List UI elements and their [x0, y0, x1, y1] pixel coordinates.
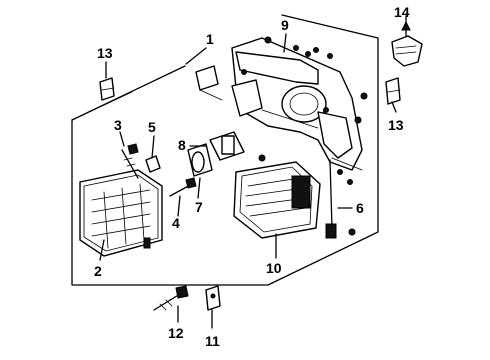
bracket-clip — [205, 285, 221, 311]
callout-11: 11 — [205, 333, 220, 349]
headlamp-lens — [79, 169, 163, 257]
bulb-socket — [187, 143, 213, 177]
upper-left-clip — [99, 77, 115, 101]
leader-lines — [99, 15, 407, 329]
adjuster-screw — [121, 143, 139, 179]
assembly-outline — [71, 14, 379, 286]
retaining-clip — [145, 155, 161, 173]
corner-lamp — [233, 154, 321, 239]
callout-13-right: 13 — [388, 117, 404, 133]
callout-13-upper-left: 13 — [97, 45, 113, 61]
callout-1: 1 — [206, 31, 214, 47]
callout-3: 3 — [114, 117, 122, 133]
headlamp-housing — [195, 36, 368, 171]
callout-8: 8 — [178, 137, 186, 153]
callout-6: 6 — [356, 200, 364, 216]
callout-7: 7 — [195, 199, 203, 215]
callout-9: 9 — [281, 17, 289, 33]
callout-10: 10 — [266, 260, 282, 276]
retaining-screw — [169, 177, 197, 197]
callout-14: 14 — [394, 4, 410, 20]
adjustment-rod — [325, 159, 356, 239]
wiring-connector — [391, 20, 423, 67]
callout-12: 12 — [168, 325, 184, 341]
mounting-bolt — [153, 285, 189, 311]
callout-5: 5 — [148, 119, 156, 135]
headlamp-bulb — [209, 131, 245, 161]
callout-2: 2 — [94, 263, 102, 279]
right-clip — [385, 77, 401, 105]
callout-4: 4 — [172, 215, 180, 231]
